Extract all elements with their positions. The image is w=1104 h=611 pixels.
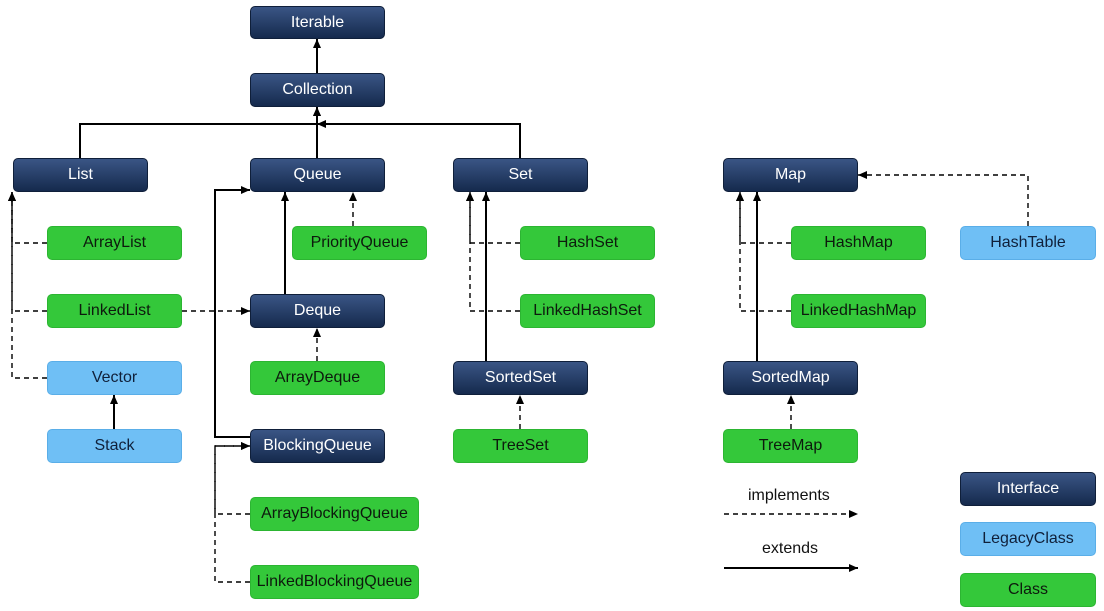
edge-linkedlist-to-list (7, 192, 47, 312)
node-linkedhashmap: LinkedHashMap (791, 294, 926, 328)
legend-extends-label: extends (762, 540, 819, 557)
node-list: List (13, 158, 148, 192)
node-collection: Collection (250, 73, 385, 107)
node-linkedhashset: LinkedHashSet (520, 294, 655, 328)
node-sortedset: SortedSet (453, 361, 588, 395)
node-map: Map (723, 158, 858, 192)
node-linkedlist: LinkedList (47, 294, 182, 328)
legend-legacy-class: LegacyClass (960, 522, 1096, 556)
node-blockingqueue: BlockingQueue (250, 429, 385, 463)
edge-list-to-collection (79, 107, 321, 158)
edge-hashmap-to-map (736, 192, 791, 244)
edge-arraylist-to-list (7, 192, 47, 244)
edge-hashset-to-set (466, 192, 520, 244)
node-hashset: HashSet (520, 226, 655, 260)
node-arraylist: ArrayList (47, 226, 182, 260)
legend-interface: Interface (960, 472, 1096, 506)
node-stack: Stack (47, 429, 182, 463)
node-sortedmap: SortedMap (723, 361, 858, 395)
node-arrayblockingqueue: ArrayBlockingQueue (250, 497, 419, 531)
edge-vector-to-list (7, 192, 47, 379)
node-iterable: Iterable (250, 6, 385, 39)
node-set: Set (453, 158, 588, 192)
node-hashmap: HashMap (791, 226, 926, 260)
edge-hashtable-to-map (858, 171, 1029, 226)
edge-arrayblockingqueue-to-blockingqueue (214, 442, 250, 515)
node-hashtable: HashTable (960, 226, 1096, 260)
legend-class: Class (960, 573, 1096, 607)
edge-set-to-collection (317, 120, 521, 158)
edge-blockingqueue-to-queue (214, 186, 250, 438)
node-priorityqueue: PriorityQueue (292, 226, 427, 260)
node-arraydeque: ArrayDeque (250, 361, 385, 395)
legend-implements-label: implements (748, 487, 830, 504)
edge-linkedhashset-to-set (466, 192, 520, 312)
node-treemap: TreeMap (723, 429, 858, 463)
edge-linkedhashmap-to-map (736, 192, 791, 312)
node-treeset: TreeSet (453, 429, 588, 463)
node-queue: Queue (250, 158, 385, 192)
node-vector: Vector (47, 361, 182, 395)
edge-linkedblockingqueue-to-blockingqueue (214, 442, 250, 583)
node-linkedblockingqueue: LinkedBlockingQueue (250, 565, 419, 599)
node-deque: Deque (250, 294, 385, 328)
